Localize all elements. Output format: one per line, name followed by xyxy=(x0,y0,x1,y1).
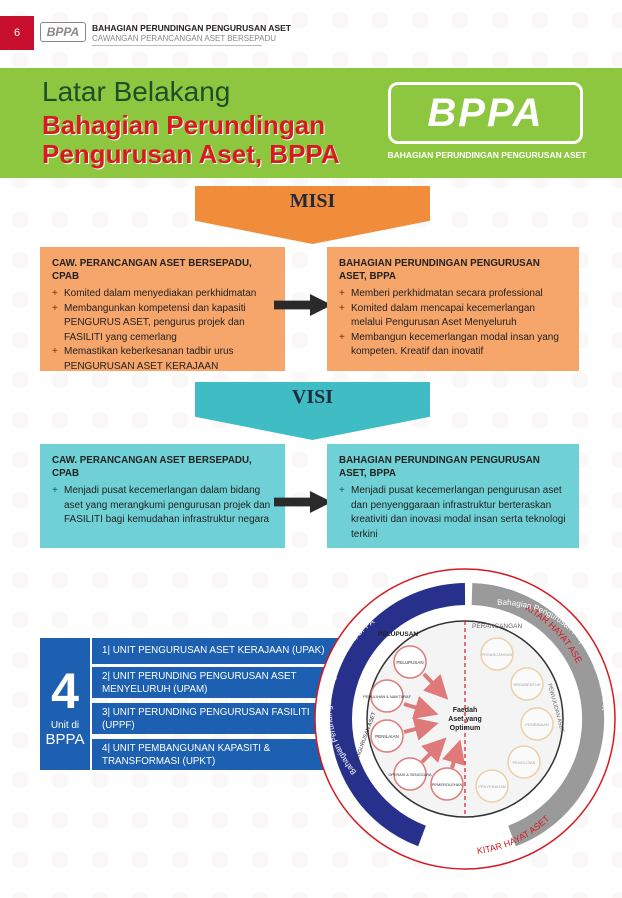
unit-item-upam: 2| UNIT PERUNDING PENGURUSAN ASET MENYEL… xyxy=(92,667,342,698)
header-rule xyxy=(92,45,262,46)
visi-cpab-title: CAW. PERANCANGAN ASET BERSEPADU, CPAB xyxy=(52,455,252,480)
node-pelupusan-label: PELUPUSAN xyxy=(396,660,423,665)
node-pengujian xyxy=(507,745,541,779)
page-title: Latar Belakang xyxy=(42,76,231,107)
units-org: BPPA xyxy=(45,731,85,748)
node-operasi-label: OPERASI & SENGGARA xyxy=(388,773,432,777)
center-label-line2: Aset yang xyxy=(448,716,481,723)
node-group-left: PELUPUSAN PEMULIHAN & NAIKTARAF PENILAIA… xyxy=(363,645,464,801)
units-count-box: 4 Unit di BPPA xyxy=(40,638,90,770)
node-pembinaan-label: PEMBINAAN xyxy=(525,722,549,727)
node-pelupusan xyxy=(393,645,427,679)
units-label: Unit di xyxy=(50,720,80,731)
node-perancangan-label: PERANCANGAN xyxy=(482,652,513,657)
node-perancangan xyxy=(480,637,514,671)
header-title: BAHAGIAN PERUNDINGAN PENGURUSAN ASET xyxy=(92,23,291,33)
misi-bppa-item: Komited dalam mencapai kecemerlangan mel… xyxy=(339,302,567,331)
misi-cpab-title: CAW. PERANCANGAN ASET BERSEPADU, CPAB xyxy=(52,258,252,283)
visi-cpab-box: CAW. PERANCANGAN ASET BERSEPADU, CPAB Me… xyxy=(40,444,285,548)
header-subtitle: CAWANGAN PERANCANGAN ASET BERSEPADU xyxy=(92,34,277,43)
visi-bppa-title: BAHAGIAN PERUNDINGAN PENGURUSAN ASET, BP… xyxy=(339,455,540,480)
bppa-arc xyxy=(330,583,466,847)
asset-lifecycle-diagram: KITAR HAYAT ASET KITAR HAYAT ASET Bahagi… xyxy=(312,566,616,870)
misi-cpab-item: Komited dalam menyediakan perkhidmatan xyxy=(52,287,273,302)
page-subtitle-line2: Pengurusan Aset, BPPA xyxy=(42,139,340,169)
node-pemulihan-label: PEMULIHAN & NAIKTARAF xyxy=(363,695,412,699)
node-pengujian-label: PENGUJIAN xyxy=(513,760,536,765)
unit-item-upak: 1| UNIT PENGURUSAN ASET KERAJAAN (UPAK) xyxy=(92,638,342,664)
misi-bppa-item: Membangun kecemerlangan modal insan yang… xyxy=(339,331,567,360)
node-penilaian xyxy=(370,719,404,753)
quad-top-left-label: PELUPUSAN xyxy=(378,631,418,638)
node-penyerahan xyxy=(475,769,509,803)
units-count: 4 xyxy=(51,663,79,719)
page-number: 6 xyxy=(0,16,34,50)
node-pembinaan xyxy=(520,707,554,741)
center-label-line1: Faedah xyxy=(453,707,478,714)
node-pemerolehan-label: PEMEROLEHAN xyxy=(432,782,463,787)
node-rekabentuk-label: REKABENTUK xyxy=(513,682,540,687)
unit-item-uppf: 3| UNIT PERUNDING PENGURUSAN FASILITI (U… xyxy=(92,703,342,734)
node-penilaian-label: PENILAIAN xyxy=(375,734,399,739)
unit-item-upkt: 4| UNIT PEMBANGUNAN KAPASITI & TRANSFORM… xyxy=(92,739,342,770)
bppa-logo: BPPA xyxy=(388,82,583,144)
node-group-right: PERANCANGAN REKABENTUK PEMBINAAN PENGUJI… xyxy=(475,637,554,803)
title-banner xyxy=(0,68,622,178)
node-penyerahan-label: PENYERAHAN xyxy=(478,784,506,789)
misi-cpab-box: CAW. PERANCANGAN ASET BERSEPADU, CPAB Ko… xyxy=(40,247,285,374)
misi-bppa-box: BAHAGIAN PERUNDINGAN PENGURUSAN ASET, BP… xyxy=(327,247,579,371)
misi-bppa-title: BAHAGIAN PERUNDINGAN PENGURUSAN ASET, BP… xyxy=(339,258,540,283)
visi-bppa-item: Menjadi pusat kecemerlangan pengurusan a… xyxy=(339,484,567,542)
center-label-line3: Optimum xyxy=(450,725,481,732)
bppk-arc xyxy=(471,583,605,847)
bppa-logo-caption: BAHAGIAN PERUNDINGAN PENGURUSAN ASET xyxy=(387,150,587,160)
node-rekabentuk xyxy=(510,667,544,701)
node-operasi xyxy=(393,757,427,791)
node-pemerolehan xyxy=(430,767,464,801)
quad-top-right-label: PERANCANGAN xyxy=(472,623,523,630)
misi-cpab-item: Membangunkan kompetensi dan kapasiti PEN… xyxy=(52,302,273,346)
header-logo: BPPA xyxy=(40,22,86,42)
visi-bppa-box: BAHAGIAN PERUNDINGAN PENGURUSAN ASET, BP… xyxy=(327,444,579,548)
flow-arrows xyxy=(403,672,466,769)
misi-cpab-item: Memastikan keberkesanan tadbir urus PENG… xyxy=(52,345,273,374)
page-subtitle-line1: Bahagian Perundingan xyxy=(42,110,326,140)
misi-bppa-item: Memberi perkhidmatan secara professional xyxy=(339,287,567,302)
node-pemulihan xyxy=(370,679,404,713)
visi-cpab-item: Menjadi pusat kecemerlangan dalam bidang… xyxy=(52,484,273,528)
